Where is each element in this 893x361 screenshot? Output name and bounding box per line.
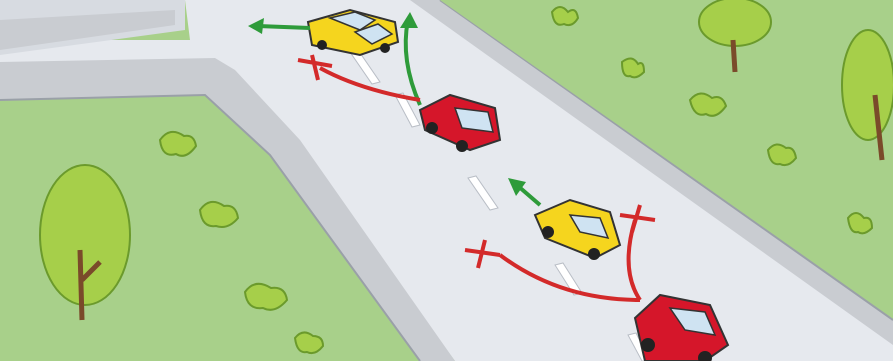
bush <box>552 7 578 25</box>
allowed-arrow <box>258 26 310 28</box>
